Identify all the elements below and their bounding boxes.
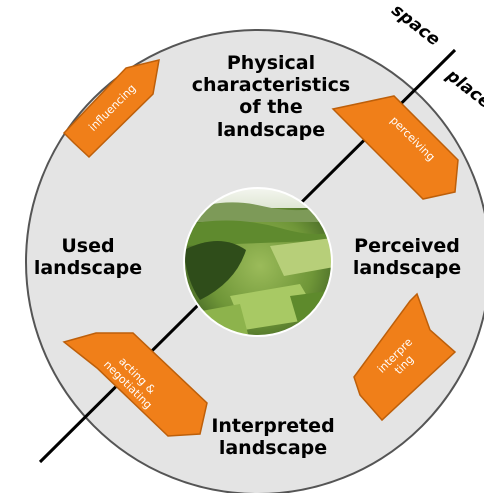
- landscape-photo: [184, 188, 332, 336]
- arrow-bottom-left: [62, 332, 208, 437]
- arrow-bottom-right: [353, 292, 457, 422]
- label-physical-characteristics: Physical characteristics of the landscap…: [191, 52, 351, 141]
- arrow-top-right: [331, 95, 459, 200]
- label-used-landscape: Used landscape: [33, 235, 143, 280]
- label-perceived-landscape: Perceived landscape: [352, 235, 462, 280]
- label-interpreted-landscape: Interpreted landscape: [211, 415, 335, 460]
- arrow-top-left: [62, 59, 160, 159]
